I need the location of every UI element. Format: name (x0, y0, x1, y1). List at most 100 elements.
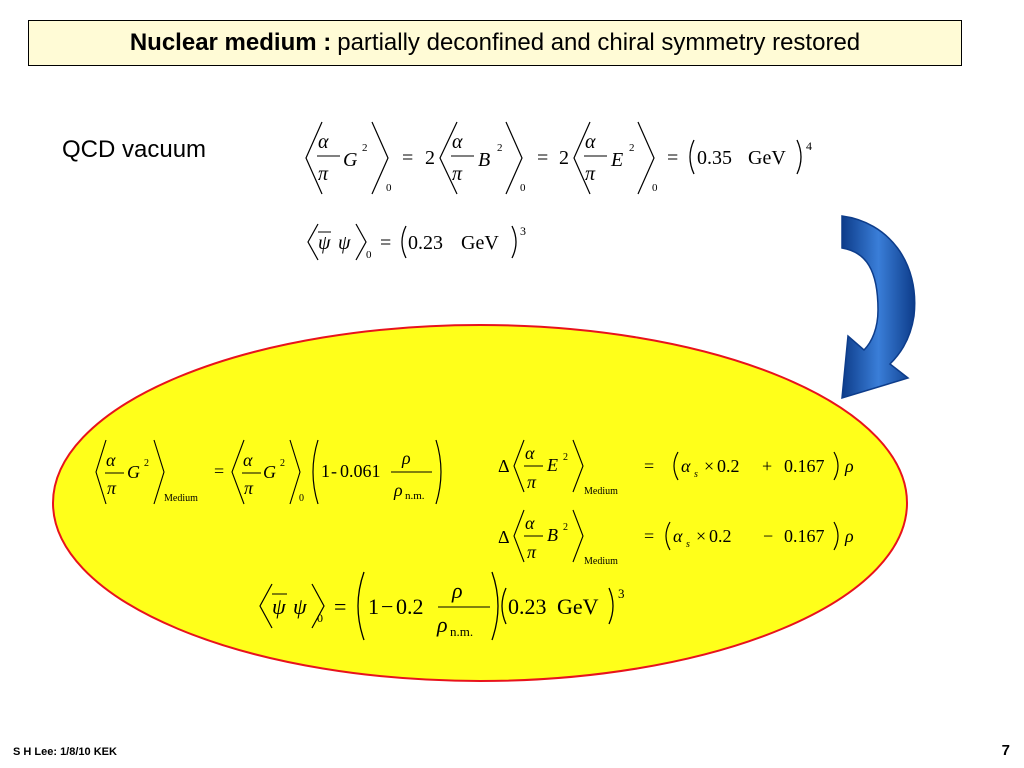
svg-text:π: π (527, 472, 537, 492)
svg-text:α: α (585, 131, 596, 153)
svg-text:0: 0 (386, 182, 392, 194)
svg-text:0: 0 (520, 182, 526, 194)
svg-text:π: π (244, 478, 254, 498)
svg-text:0: 0 (366, 249, 372, 261)
svg-text:s: s (694, 469, 698, 480)
svg-text:2: 2 (559, 147, 569, 169)
svg-text:=: = (644, 526, 654, 546)
medium-ellipse (52, 324, 908, 682)
svg-text:ψ: ψ (293, 594, 307, 619)
svg-text:3: 3 (618, 586, 625, 601)
svg-text:ψ: ψ (272, 594, 286, 619)
svg-text:2: 2 (497, 142, 503, 154)
svg-text:0: 0 (317, 611, 323, 625)
svg-text:=: = (667, 147, 678, 169)
svg-text:ρ: ρ (401, 448, 411, 468)
svg-text:n.m.: n.m. (450, 624, 473, 639)
svg-text:α: α (243, 450, 253, 470)
svg-text:Δ: Δ (498, 456, 510, 476)
svg-text:−: − (381, 594, 393, 619)
svg-text:2: 2 (362, 142, 368, 154)
svg-text:2: 2 (629, 142, 635, 154)
svg-text:ρ: ρ (844, 456, 854, 476)
svg-text:α: α (525, 443, 535, 463)
svg-text:s: s (686, 539, 690, 550)
svg-text:0.35: 0.35 (697, 147, 732, 169)
equation-vacuum-quark: ψ ψ 0 = 0.23 GeV 3 (307, 223, 526, 261)
svg-text:0.23: 0.23 (508, 594, 547, 619)
slide-title-box: Nuclear medium : partially deconfined an… (28, 20, 962, 66)
svg-text:π: π (527, 542, 537, 562)
equation-medium-E: Δ α π E 2 Medium = α s × 0.2 + 0.167 ρ (498, 439, 854, 497)
svg-text:0: 0 (652, 182, 658, 194)
svg-text:ψ: ψ (318, 232, 331, 254)
svg-text:α: α (525, 513, 535, 533)
svg-text:0.061: 0.061 (340, 461, 381, 481)
svg-text:B: B (478, 149, 490, 171)
svg-text:0.167: 0.167 (784, 456, 825, 476)
svg-text:1: 1 (368, 594, 379, 619)
svg-text:0.2: 0.2 (396, 594, 424, 619)
svg-text:π: π (318, 163, 329, 185)
svg-text:G: G (343, 149, 358, 171)
svg-text:2: 2 (144, 458, 149, 469)
svg-text:π: π (452, 163, 463, 185)
svg-text:ψ: ψ (338, 232, 351, 254)
svg-text:ρ: ρ (436, 612, 448, 637)
curved-arrow-icon (841, 215, 916, 400)
svg-text:ρ: ρ (393, 480, 403, 500)
svg-text:π: π (585, 163, 596, 185)
svg-text:E: E (610, 149, 623, 171)
svg-text:×: × (696, 526, 706, 546)
svg-text:E: E (546, 455, 558, 475)
equation-vacuum-gluon: α π G 2 0 = 2 α π B 2 0 = 2 α π E 2 0 = … (305, 121, 812, 195)
svg-text:Δ: Δ (498, 527, 510, 547)
svg-text:2: 2 (563, 522, 568, 533)
svg-text:GeV: GeV (748, 147, 786, 169)
svg-text:-: - (331, 461, 337, 481)
equation-medium-B: Δ α π B 2 Medium = α s × 0.2 − 0.167 ρ (498, 509, 854, 567)
svg-text:α: α (452, 131, 463, 153)
svg-text:+: + (762, 456, 772, 476)
svg-text:π: π (107, 478, 117, 498)
svg-text:n.m.: n.m. (405, 490, 425, 502)
svg-text:ρ: ρ (844, 526, 854, 546)
svg-text:Medium: Medium (164, 493, 198, 504)
svg-text:α: α (681, 456, 691, 476)
title-bold: Nuclear medium : (129, 29, 332, 56)
svg-text:Medium: Medium (584, 556, 618, 567)
title-rest: partially deconfined and chiral symmetry… (337, 29, 861, 56)
svg-text:α: α (318, 131, 329, 153)
svg-text:0.23: 0.23 (408, 232, 443, 254)
svg-text:=: = (644, 456, 654, 476)
svg-text:2: 2 (280, 458, 285, 469)
svg-text:4: 4 (806, 139, 812, 153)
page-number: 7 (1001, 742, 1010, 759)
svg-text:−: − (763, 526, 773, 546)
svg-text:=: = (402, 147, 413, 169)
svg-text:=: = (537, 147, 548, 169)
svg-text:ρ: ρ (451, 578, 463, 603)
equation-medium-quark: ψ ψ 0 = 1 − 0.2 ρ ρ n.m. 0.23 GeV 3 (259, 571, 625, 641)
svg-text:2: 2 (425, 147, 435, 169)
svg-text:2: 2 (563, 452, 568, 463)
svg-text:0.167: 0.167 (784, 526, 825, 546)
svg-text:3: 3 (520, 224, 526, 238)
svg-text:=: = (380, 232, 391, 254)
svg-text:α: α (106, 450, 116, 470)
svg-text:1: 1 (321, 461, 330, 481)
svg-text:G: G (263, 462, 276, 482)
svg-text:α: α (673, 526, 683, 546)
qcd-vacuum-label: QCD vacuum (62, 136, 207, 163)
svg-text:G: G (127, 462, 140, 482)
svg-text:0.2: 0.2 (717, 456, 740, 476)
equation-medium-gluon: α π G 2 Medium = α π G 2 0 1 - 0.061 ρ ρ… (95, 439, 442, 505)
footer-text: S H Lee: 1/8/10 KEK (13, 746, 117, 758)
svg-text:GeV: GeV (557, 594, 599, 619)
svg-text:=: = (214, 461, 224, 481)
svg-text:0.2: 0.2 (709, 526, 732, 546)
svg-text:0: 0 (299, 493, 304, 504)
svg-text:×: × (704, 456, 714, 476)
svg-text:Medium: Medium (584, 486, 618, 497)
